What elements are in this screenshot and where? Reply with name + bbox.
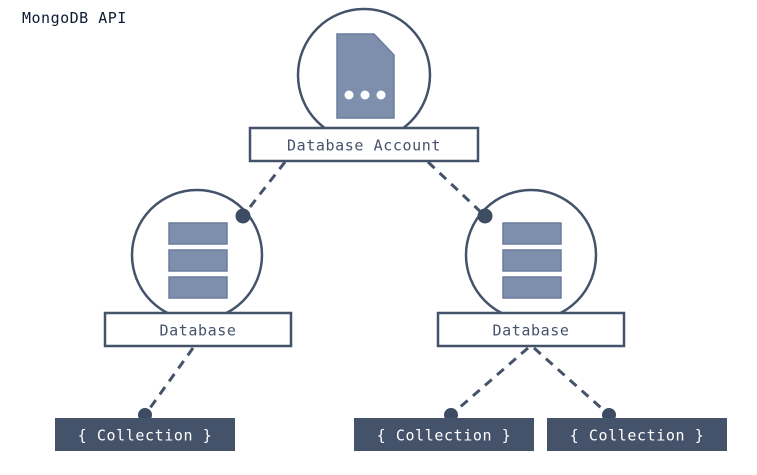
account-label-box[interactable] xyxy=(248,126,480,163)
collection-2-label: { Collection } xyxy=(377,427,512,445)
node-collection-2[interactable]: { Collection } xyxy=(354,408,534,451)
edge-group xyxy=(143,160,610,417)
db-right-connector-dot xyxy=(477,208,493,224)
edge-db-right-to-collection-2 xyxy=(450,346,529,417)
edge-account-to-db-left xyxy=(241,161,287,217)
collection-3-box[interactable] xyxy=(547,418,727,451)
document-icon-dot-1 xyxy=(344,90,354,100)
node-collection-1[interactable]: { Collection } xyxy=(55,408,235,451)
db-left-label: Database xyxy=(159,322,236,340)
db-right-label-box[interactable] xyxy=(436,311,626,348)
db-left-label-box[interactable] xyxy=(103,311,293,348)
db-right-stack-bar-2 xyxy=(502,249,562,272)
db-right-label: Database xyxy=(492,322,569,340)
collection-1-label: { Collection } xyxy=(78,427,213,445)
edge-account-to-db-right xyxy=(426,160,487,218)
collection-1-box[interactable] xyxy=(55,418,235,451)
node-database-right[interactable]: Database xyxy=(436,188,626,348)
edge-db-left-to-collection-1 xyxy=(143,347,195,416)
db-right-stack-bar-3 xyxy=(502,276,562,299)
db-left-connector-dot xyxy=(235,208,251,224)
db-right-stack-bar-1 xyxy=(502,222,562,245)
node-database-account[interactable]: Database Account xyxy=(248,7,480,163)
document-icon-dot-3 xyxy=(376,90,386,100)
collection-2-box[interactable] xyxy=(354,418,534,451)
document-icon-dot-2 xyxy=(360,90,370,100)
page-title: MongoDB API xyxy=(22,9,127,27)
edge-db-right-to-collection-3 xyxy=(533,346,610,417)
db-left-stack-bar-1 xyxy=(168,222,228,245)
account-label: Database Account xyxy=(287,137,441,155)
node-collection-3[interactable]: { Collection } xyxy=(547,408,727,451)
node-database-left[interactable]: Database xyxy=(103,188,293,348)
db-left-stack-bar-2 xyxy=(168,249,228,272)
db-left-stack-bar-3 xyxy=(168,276,228,299)
document-icon xyxy=(336,33,395,119)
collection-3-label: { Collection } xyxy=(570,427,705,445)
